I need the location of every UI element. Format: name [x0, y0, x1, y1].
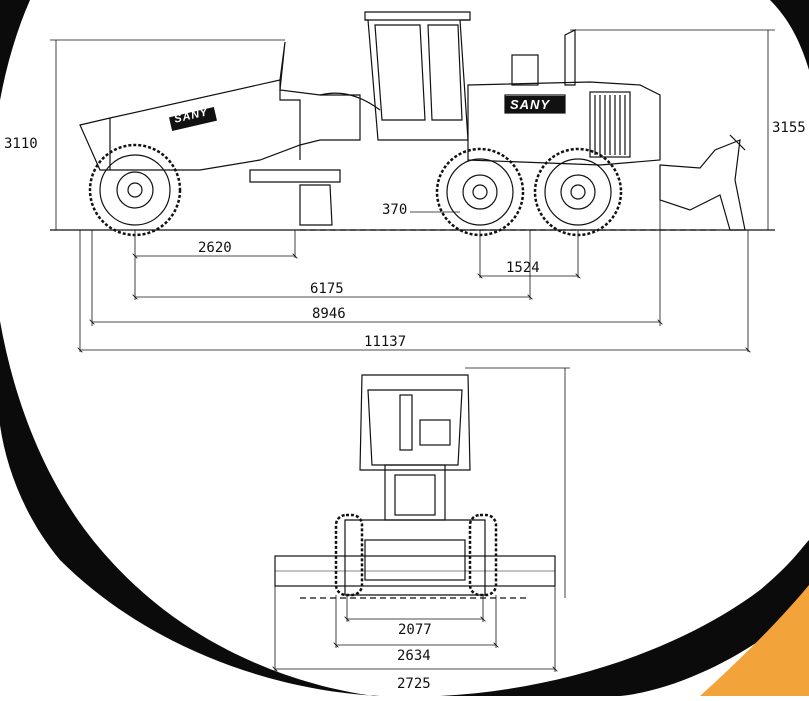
- front-view: [275, 367, 570, 672]
- dim-overall-length: 11137: [364, 334, 407, 350]
- brand-logo-cab: SANY: [510, 97, 551, 112]
- front-tire-left: [334, 513, 364, 597]
- tandem-wheel-front: [435, 147, 525, 237]
- black-ring-bottom: [440, 540, 809, 696]
- tandem-wheel-rear: [533, 147, 623, 237]
- cab-outline: [364, 11, 471, 141]
- black-ring-right: [770, 0, 809, 70]
- dim-ground-clearance: 370: [382, 202, 408, 218]
- dim-tandem-spacing: 1524: [506, 260, 540, 276]
- dim-height-right: 3155: [772, 120, 806, 136]
- brand-plate-cab: [505, 96, 565, 113]
- dim-front-to-blade: 2620: [198, 240, 232, 256]
- dim-tire-width: 2634: [397, 648, 431, 664]
- dim-blade-width: 2725: [397, 676, 431, 692]
- side-view: [50, 11, 775, 352]
- dim-height-left: 3110: [4, 136, 38, 152]
- front-tire-right: [468, 513, 498, 597]
- rear-ripper: [659, 139, 746, 231]
- orange-accent-shape: [700, 585, 809, 696]
- brand-plate-front: [169, 107, 217, 131]
- dim-length-no-ripper: 8946: [312, 306, 346, 322]
- front-wheel: [88, 143, 182, 237]
- dim-wheelbase: 6175: [310, 281, 344, 297]
- dim-track-width: 2077: [398, 622, 432, 638]
